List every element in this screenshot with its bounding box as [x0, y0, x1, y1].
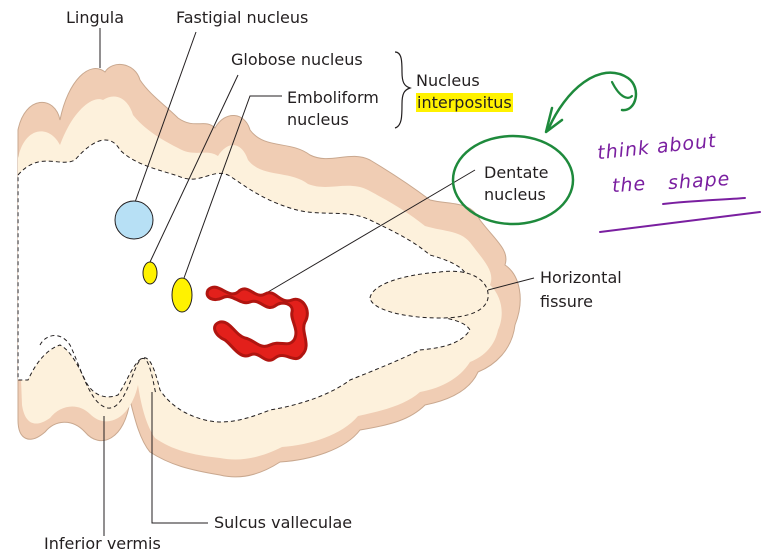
label-globose-nucleus: Globose nucleus — [231, 50, 363, 69]
label-nucleus-interpositus-2: interpositus — [416, 93, 513, 112]
label-dentate-2: nucleus — [484, 185, 546, 204]
globose-nucleus-shape — [143, 262, 157, 284]
label-horizontal-1: Horizontal — [540, 268, 622, 287]
label-lingula: Lingula — [66, 8, 124, 27]
label-dentate-1: Dentate — [484, 163, 549, 182]
label-emboliform-2: nucleus — [287, 110, 349, 129]
annotation-text-line2-b: shape — [667, 168, 731, 194]
shape-underline — [663, 198, 745, 204]
label-horizontal-2: fissure — [540, 292, 593, 311]
emboliform-nucleus-shape — [172, 278, 192, 312]
label-emboliform-1: Emboliform — [287, 88, 379, 107]
label-sulcus-valleculae: Sulcus valleculae — [214, 513, 352, 532]
label-nucleus-interpositus-1: Nucleus — [416, 71, 480, 90]
interpositus-bracket — [395, 52, 410, 128]
annotation-text-line2-a: the — [611, 173, 647, 197]
label-inferior-vermis: Inferior vermis — [44, 534, 161, 553]
annotation-squiggle — [612, 82, 632, 98]
fastigial-nucleus-shape — [115, 201, 153, 239]
label-fastigial-nucleus: Fastigial nucleus — [176, 8, 308, 27]
long-underline — [600, 212, 760, 232]
